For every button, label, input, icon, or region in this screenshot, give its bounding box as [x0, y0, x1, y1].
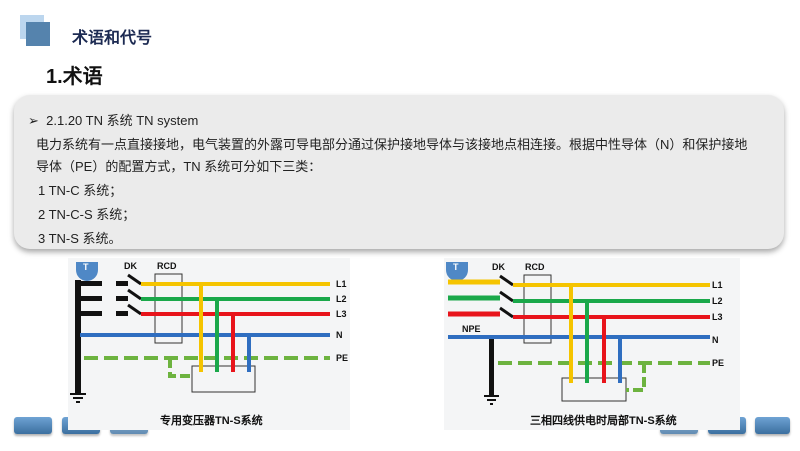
t-label: T: [453, 262, 459, 272]
pe-label: PE: [712, 358, 724, 368]
diagram-dedicated-transformer-tn-s: T DK RCD L1 L2 L3 N PE 专用变压器TN-S系统: [68, 258, 350, 430]
transformer-icon: [446, 262, 468, 281]
section-title: 术语和代号: [72, 30, 153, 47]
diagram-partial-tn-s: T DK RCD NPE L1 L2 L3 N PE 三相四线供电时局部TN-S…: [444, 258, 740, 430]
rcd-label: RCD: [525, 262, 545, 272]
bullet-arrow-icon: ➢: [28, 113, 39, 128]
list-item: 3 TN-S 系统。: [38, 231, 122, 246]
logo-square-dark: [26, 22, 50, 46]
diagram-caption: 专用变压器TN-S系统: [160, 413, 263, 427]
n-label: N: [712, 335, 719, 345]
npe-label: NPE: [462, 324, 481, 334]
decor-tab: [755, 417, 790, 434]
definition-box: ➢ 2.1.20 TN 系统 TN system 电力系统有一点直接接地，电气装…: [14, 95, 784, 249]
n-label: N: [336, 330, 343, 340]
pe-label: PE: [336, 353, 348, 363]
definition-para1: 电力系统有一点直接接地，电气装置的外露可导电部分通过保护接地导体与该接地点相连接…: [36, 137, 748, 152]
l2-label: L2: [712, 296, 723, 306]
dk-label: DK: [124, 261, 137, 271]
diagram-caption: 三相四线供电时局部TN-S系统: [530, 413, 677, 427]
decor-tab: [14, 417, 52, 434]
l3-label: L3: [336, 309, 347, 319]
list-item: 1 TN-C 系统；: [38, 183, 123, 198]
l1-label: L1: [336, 279, 347, 289]
definition-heading: 2.1.20 TN 系统 TN system: [46, 113, 199, 128]
t-label: T: [83, 262, 89, 272]
rcd-label: RCD: [157, 261, 177, 271]
definition-para2: 导体（PE）的配置方式，TN 系统可分如下三类：: [36, 159, 322, 174]
l2-label: L2: [336, 294, 347, 304]
dk-label: DK: [492, 262, 505, 272]
l1-label: L1: [712, 280, 723, 290]
list-item: 2 TN-C-S 系统；: [38, 207, 136, 222]
transformer-icon: [76, 262, 98, 281]
page-subtitle: 1.术语: [46, 66, 103, 88]
l3-label: L3: [712, 312, 723, 322]
